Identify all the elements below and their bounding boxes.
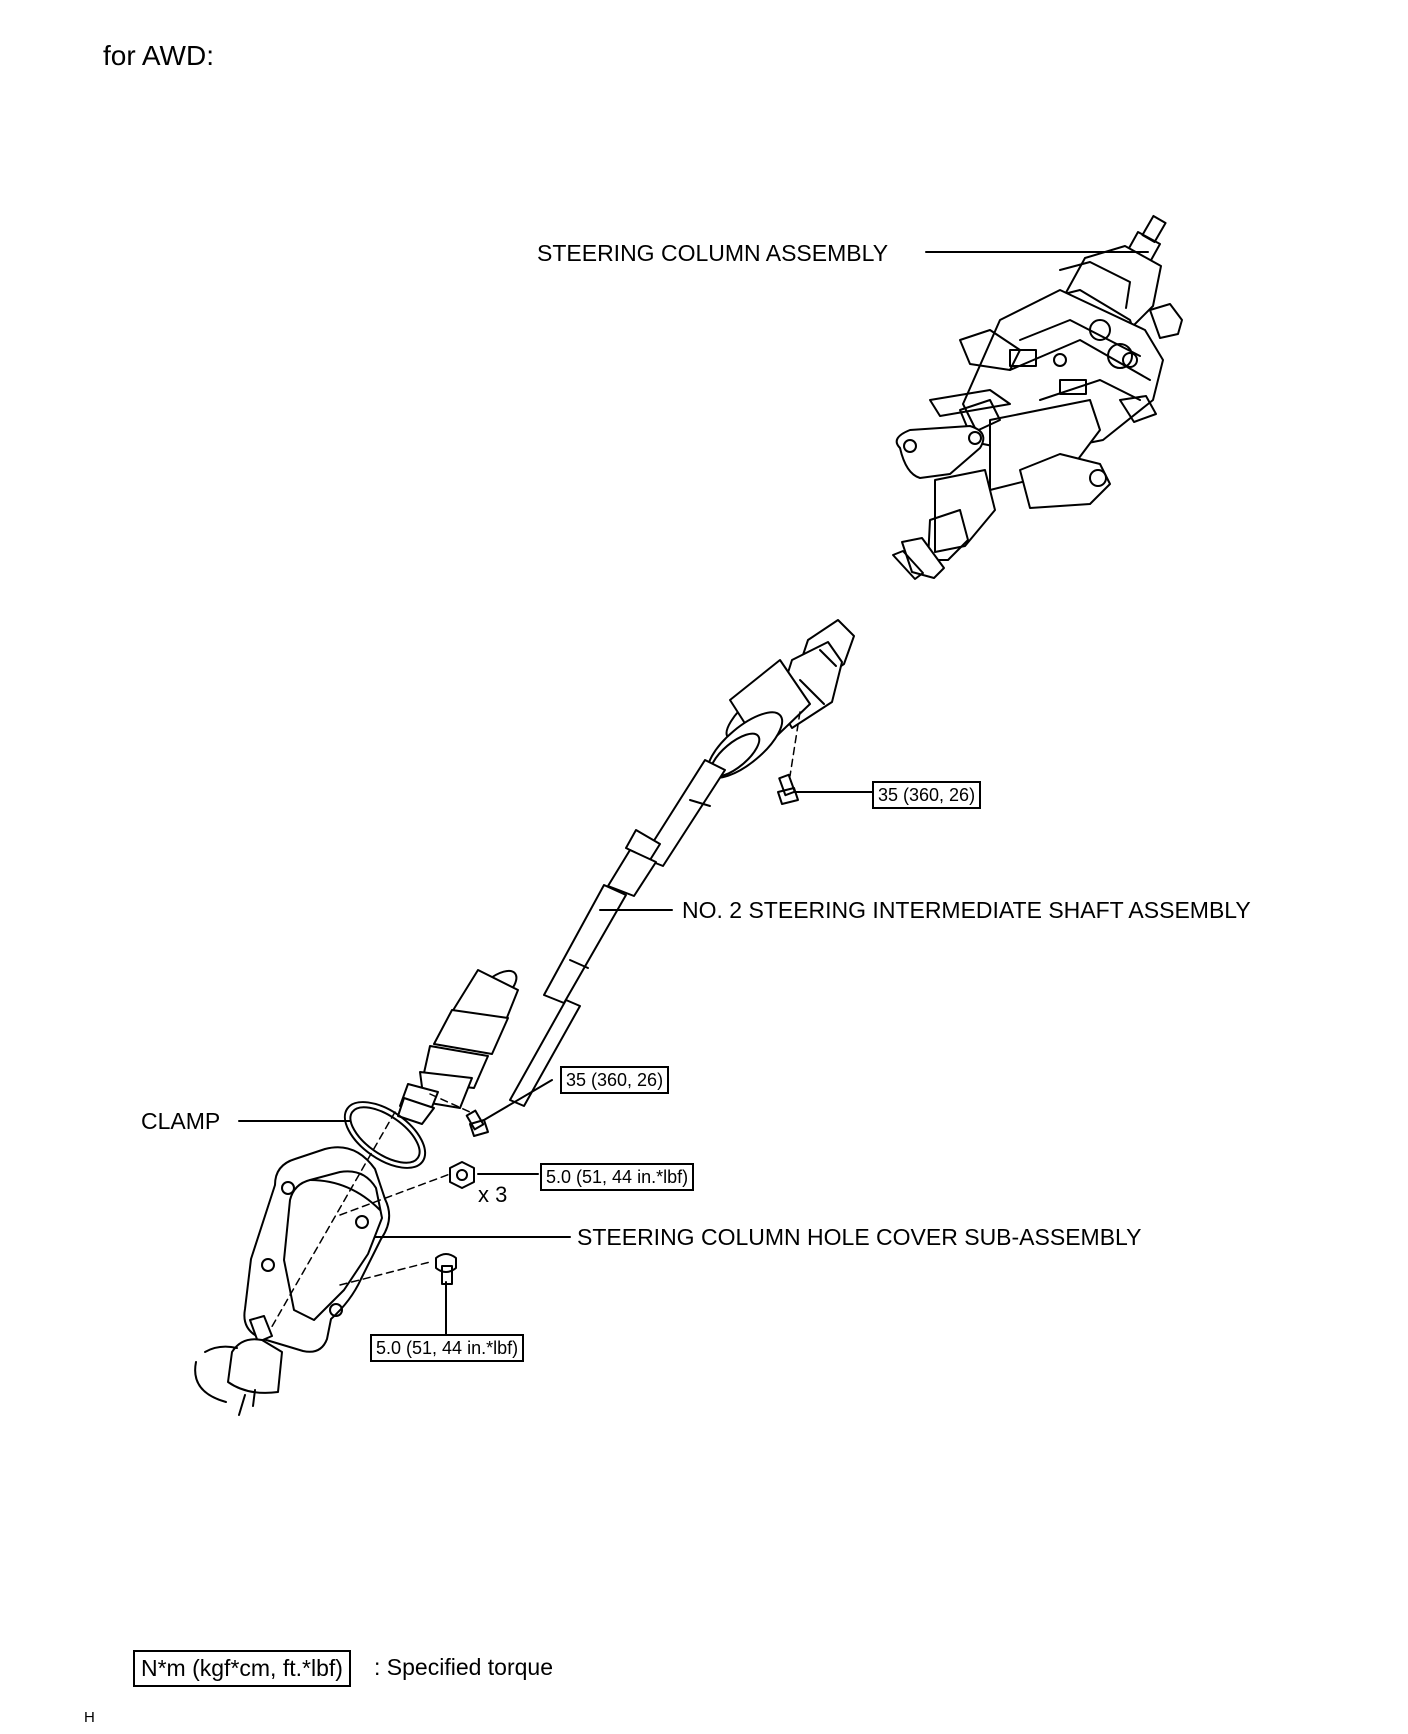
cover-bolt — [436, 1254, 456, 1284]
intermediate-shaft-assembly — [398, 620, 854, 1124]
steering-column-assembly — [893, 216, 1182, 579]
torque-cover-bolt: 5.0 (51, 44 in.*lbf) — [370, 1334, 525, 1362]
leader-lines — [239, 252, 1148, 1336]
legend-box: N*m (kgf*cm, ft.*lbf) — [133, 1650, 351, 1687]
page-title: for AWD: — [103, 40, 214, 71]
label-steering-column-assembly: STEERING COLUMN ASSEMBLY — [537, 240, 889, 266]
label-clamp: CLAMP — [141, 1108, 221, 1134]
upper-bolt — [778, 775, 798, 804]
torque-nut: 5.0 (51, 44 in.*lbf) — [540, 1163, 695, 1191]
label-intermediate-shaft: NO. 2 STEERING INTERMEDIATE SHAFT ASSEMB… — [682, 897, 1251, 923]
torque-upper-bolt: 35 (360, 26) — [872, 781, 982, 809]
label-hole-cover: STEERING COLUMN HOLE COVER SUB-ASSEMBLY — [577, 1224, 1142, 1250]
steering-gear-stub — [195, 1316, 282, 1415]
lower-bolt — [467, 1111, 488, 1136]
corner-mark: H — [84, 1709, 95, 1726]
legend-text: : Specified torque — [374, 1654, 554, 1680]
torque-lower-bolt: 35 (360, 26) — [560, 1066, 670, 1094]
nut-x3 — [450, 1162, 474, 1188]
quantity-label: x 3 — [478, 1182, 508, 1207]
assembly-guide-lines — [270, 712, 800, 1330]
